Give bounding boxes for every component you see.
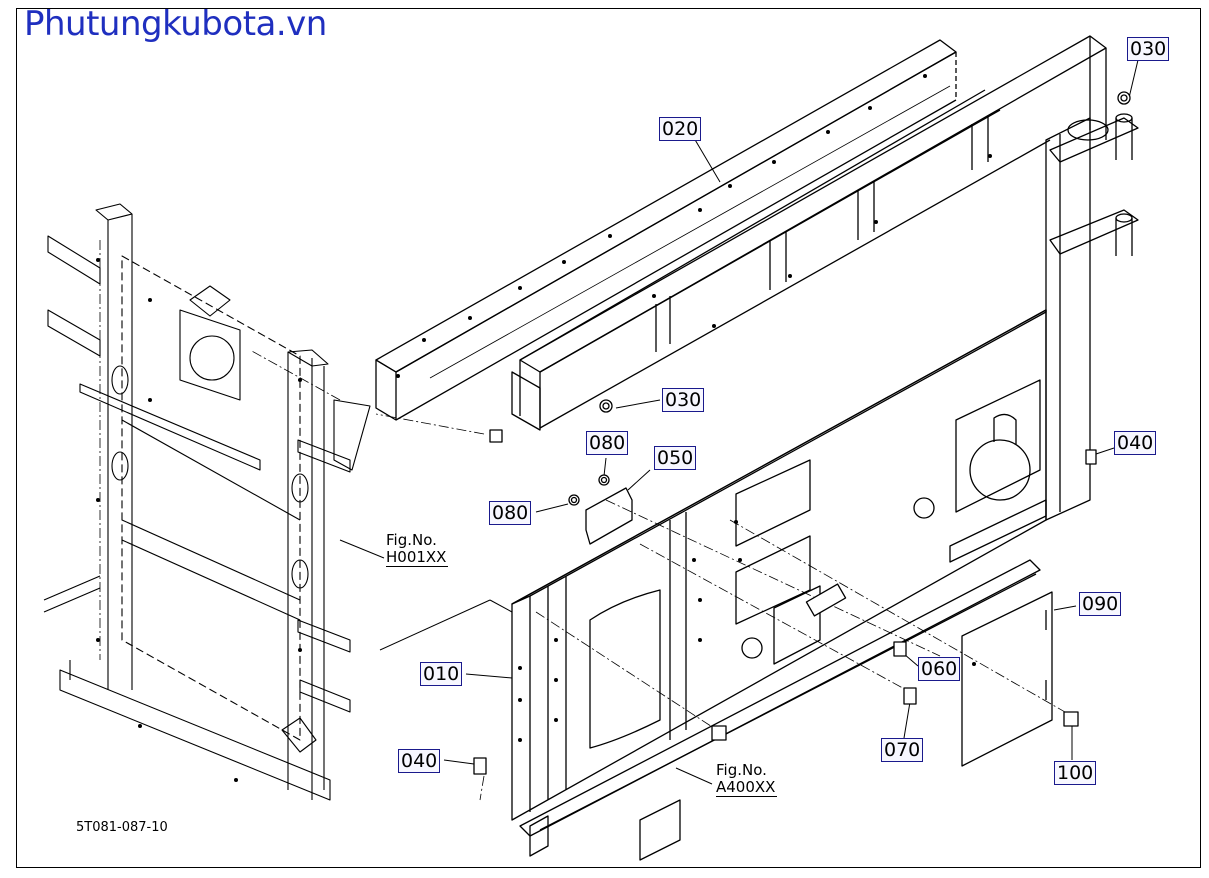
- callout-030-mid[interactable]: 030: [662, 388, 705, 412]
- cover-plate-part-090: [961, 591, 1053, 767]
- left-frame-assembly: [43, 203, 371, 801]
- callout-100[interactable]: 100: [1054, 761, 1097, 785]
- figure-ref-code: A400XX: [716, 778, 778, 797]
- drawing-number: 5T081-087-10: [76, 820, 168, 835]
- upper-beam-frame: [511, 35, 1107, 431]
- figure-ref-a400xx[interactable]: Fig.No. A400XX: [716, 761, 778, 797]
- callout-030-top[interactable]: 030: [1127, 37, 1170, 61]
- figure-ref-label: Fig.No.: [386, 531, 437, 549]
- callout-040-right[interactable]: 040: [1114, 431, 1157, 455]
- callout-060[interactable]: 060: [918, 657, 961, 681]
- bottom-rail: [519, 559, 1041, 861]
- callout-040-left[interactable]: 040: [398, 749, 441, 773]
- main-panel-part-010: [511, 309, 1047, 821]
- site-watermark: Phutungkubota.vn: [24, 4, 327, 44]
- figure-ref-code: H001XX: [386, 548, 449, 567]
- figure-ref-h001xx[interactable]: Fig.No. H001XX: [386, 531, 449, 567]
- drawing-frame: [16, 8, 1201, 868]
- callout-070[interactable]: 070: [881, 738, 924, 762]
- center-lines: [99, 240, 1073, 801]
- callout-020[interactable]: 020: [659, 117, 702, 141]
- callout-080-left[interactable]: 080: [489, 501, 532, 525]
- bracket-part-050: [585, 487, 633, 545]
- callout-010[interactable]: 010: [420, 662, 463, 686]
- callout-090[interactable]: 090: [1079, 592, 1122, 616]
- figure-ref-label: Fig.No.: [716, 761, 767, 779]
- callout-050[interactable]: 050: [654, 446, 697, 470]
- hardware: [473, 91, 1131, 775]
- callout-080-top[interactable]: 080: [586, 431, 629, 455]
- top-rail-part-020: [375, 39, 1001, 421]
- mounting-holes: [96, 74, 992, 782]
